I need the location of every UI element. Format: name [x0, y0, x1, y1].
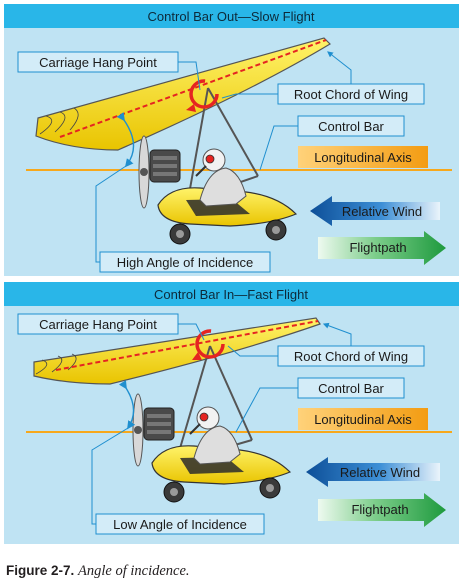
carriage-hang-point-label: Carriage Hang Point: [39, 55, 157, 70]
root-chord-line: [59, 39, 327, 138]
flightpath-arrow: [318, 493, 446, 527]
panel-header-bar: [4, 282, 459, 306]
control-bar-label: Control Bar: [318, 381, 384, 396]
panel-header-bar: [4, 4, 459, 28]
carriage-hang-point-label: Carriage Hang Point: [39, 317, 157, 332]
flightpath-label: Flightpath: [351, 502, 408, 517]
longitudinal-axis-label: Longitudinal Axis: [314, 150, 412, 165]
root-chord-line: [55, 320, 319, 371]
flightpath-arrow: [318, 231, 446, 265]
incidence-label: Low Angle of Incidence: [113, 517, 247, 532]
rotation-indicator: [195, 329, 225, 359]
longitudinal-axis-label: Longitudinal Axis: [314, 412, 412, 427]
panel-header: Control Bar Out—Slow Flight: [148, 9, 315, 24]
panel-header: Control Bar In—Fast Flight: [154, 287, 308, 302]
rotation-indicator: [189, 79, 219, 109]
control-bar-label: Control Bar: [318, 119, 384, 134]
incidence-angle-arc: [116, 112, 135, 168]
relative-wind-arrow: [310, 196, 440, 226]
relative-wind-label: Relative Wind: [342, 204, 422, 219]
incidence-angle-arc: [118, 380, 136, 430]
incidence-label: High Angle of Incidence: [117, 255, 254, 270]
longitudinal-axis-label-box: [298, 408, 428, 430]
figure-caption-title: Angle of incidence.: [78, 563, 190, 579]
longitudinal-axis-label-box: [298, 146, 428, 168]
relative-wind-label: Relative Wind: [340, 465, 420, 480]
figure-caption-label: Figure 2-7.: [6, 563, 75, 578]
relative-wind-arrow: [306, 457, 440, 487]
root-chord-label: Root Chord of Wing: [294, 349, 408, 364]
root-chord-label: Root Chord of Wing: [294, 87, 408, 102]
figure-caption: Figure 2-7. Angle of incidence.: [6, 563, 190, 580]
flightpath-label: Flightpath: [349, 240, 406, 255]
